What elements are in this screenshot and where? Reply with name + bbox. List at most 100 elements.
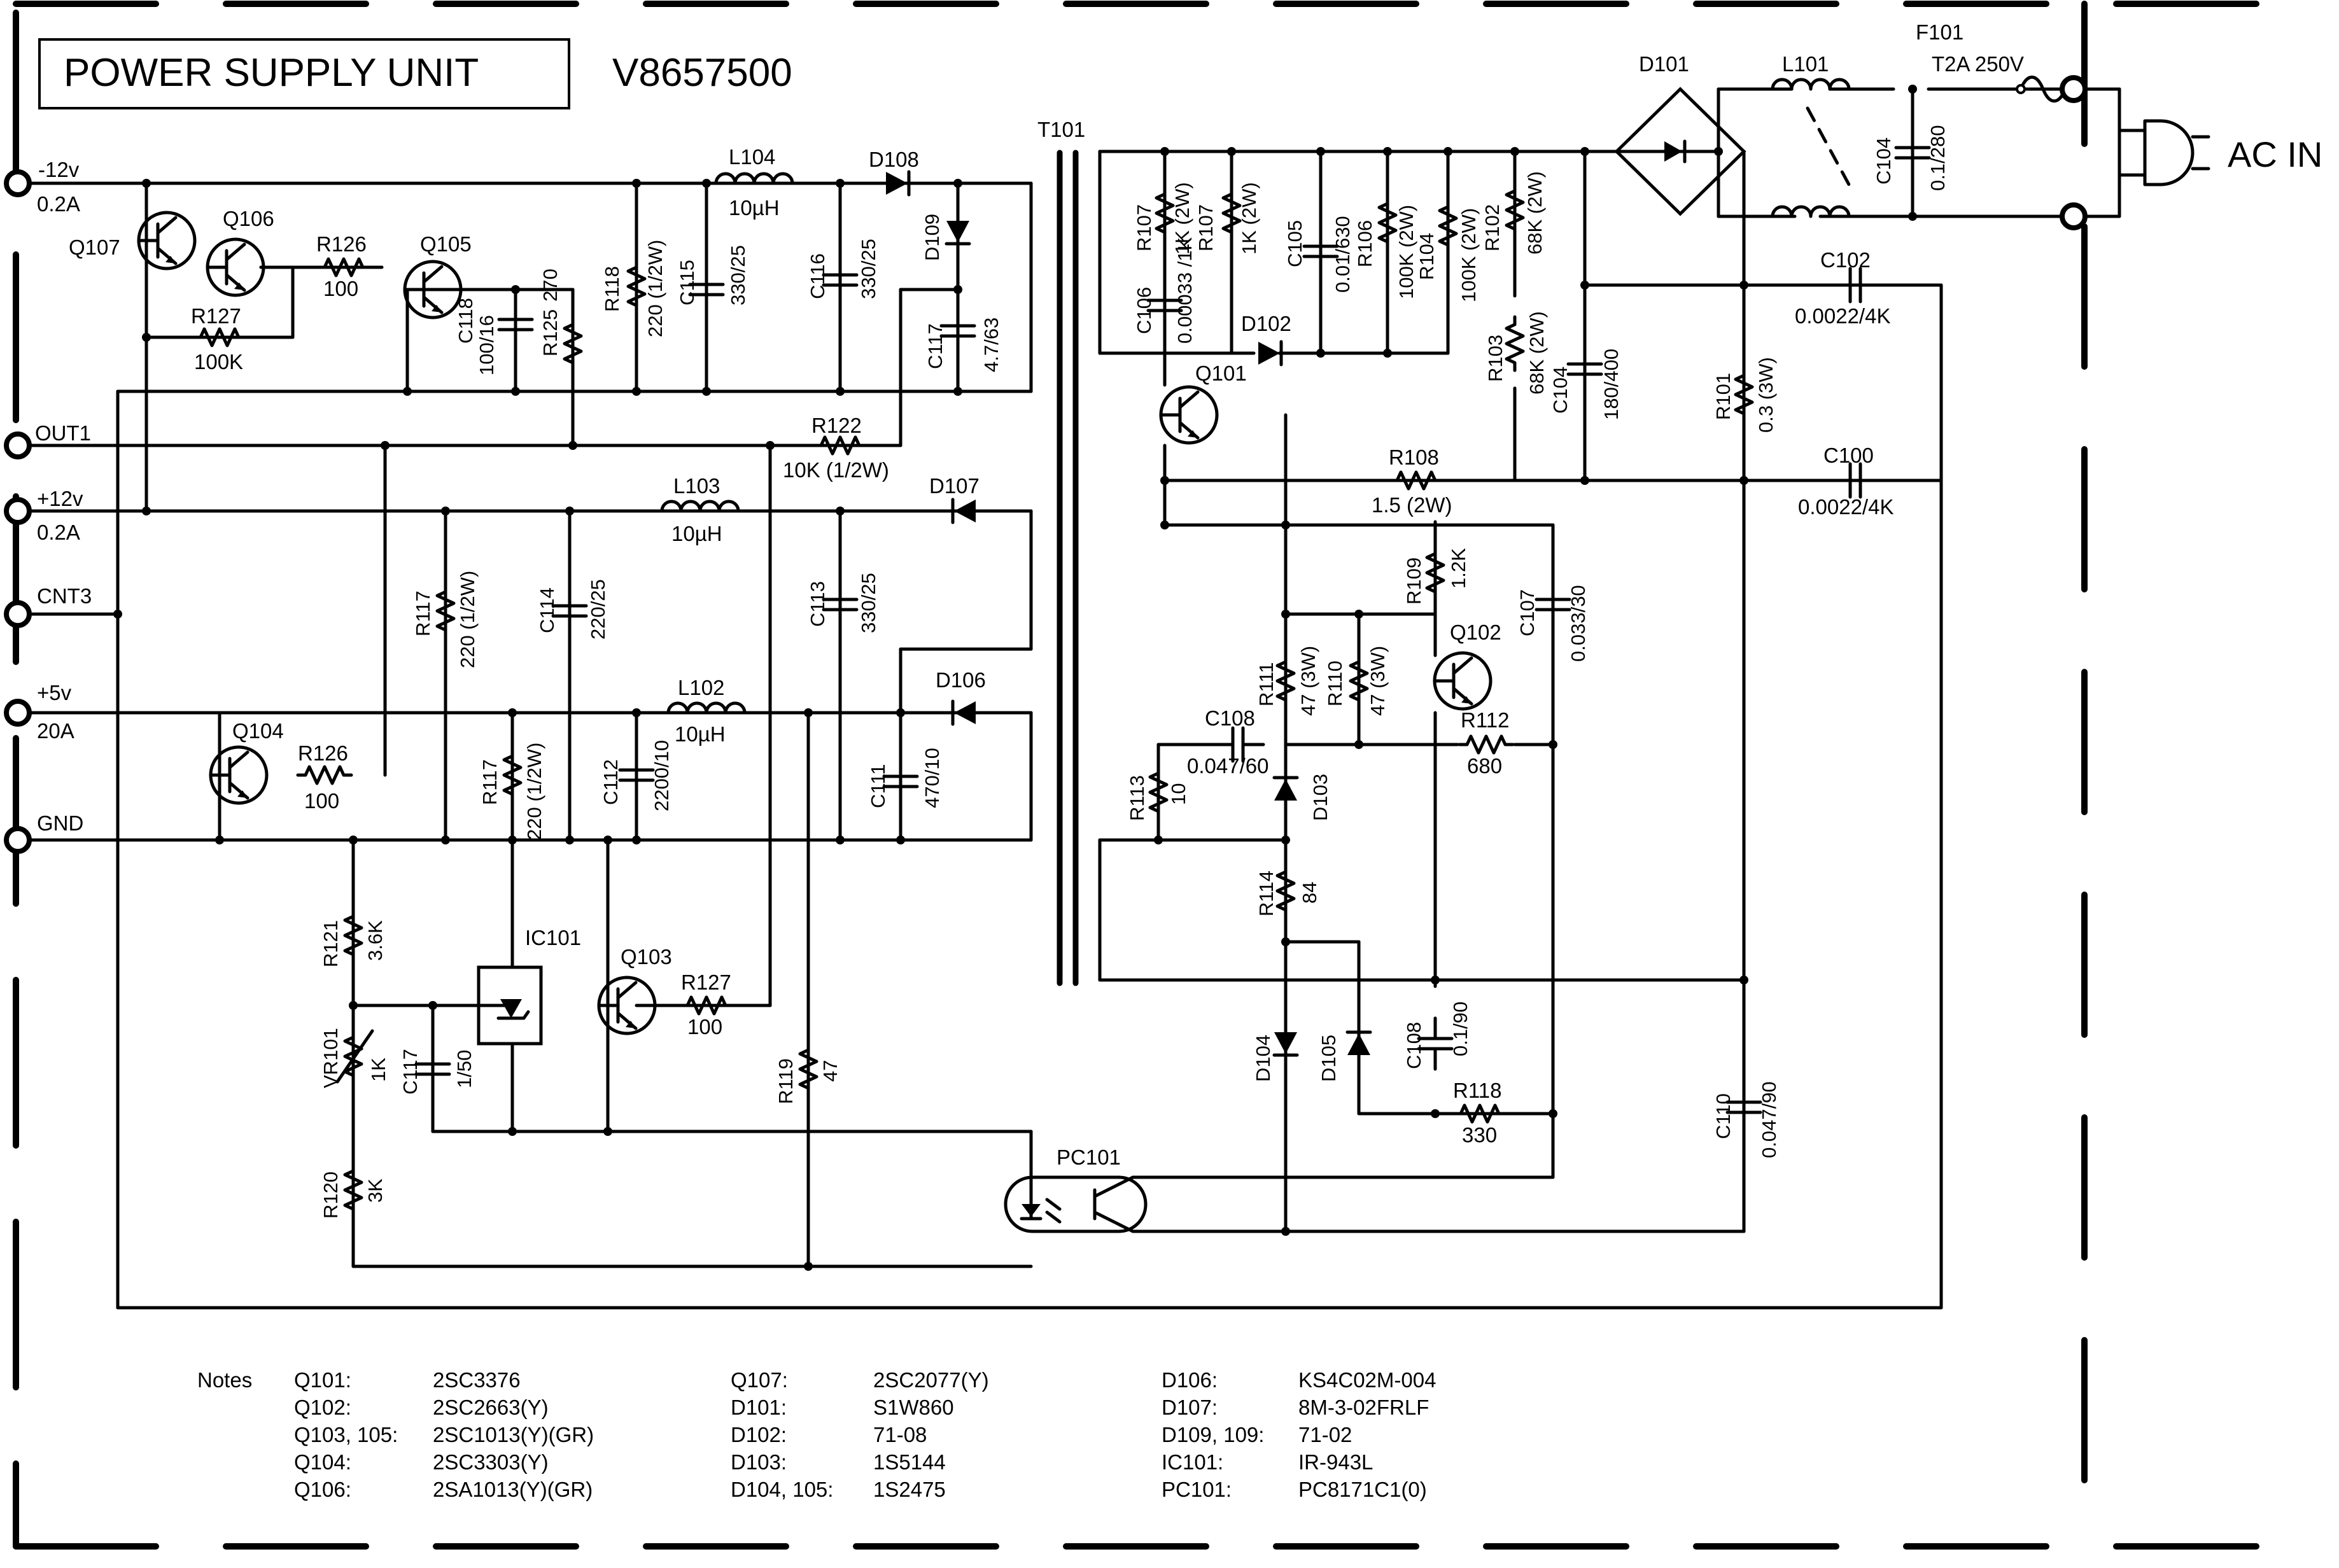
l103-value: 10µH (671, 522, 722, 545)
r103-ref: R103 (1484, 335, 1507, 382)
r114-ref: R114 (1255, 871, 1277, 916)
c117a-value: 4.7/63 (980, 318, 1002, 372)
r117b-ref: R117 (479, 759, 501, 805)
r120-ref: R120 (320, 1172, 342, 1219)
ac-terminal-2[interactable] (2062, 205, 2085, 228)
c112-ref: C112 (600, 759, 622, 805)
terminal-pos5v[interactable] (6, 701, 29, 724)
potentiometer-vr101 (335, 1030, 374, 1083)
notes-col2-ref-3: D103: (731, 1450, 787, 1474)
notes-col1-ref-3: Q104: (294, 1450, 351, 1474)
r101-ref: R101 (1712, 373, 1734, 420)
c104a-ref: C104 (1549, 367, 1571, 414)
terminal-out1-label: OUT1 (35, 421, 91, 445)
line-filter-l101 (1773, 80, 1851, 216)
r122-value: 10K (1/2W) (783, 458, 889, 482)
notes-col1-ref-0: Q101: (294, 1368, 351, 1392)
d109-label: D109 (921, 214, 943, 261)
c114-ref: C114 (536, 587, 558, 633)
resistor-r112 (1459, 736, 1513, 753)
q104-label: Q104 (232, 719, 284, 743)
notes-col2-part-4: 1S2475 (873, 1478, 946, 1501)
r106-value: 100K (2W) (1395, 205, 1417, 299)
r121-value: 3.6K (364, 920, 386, 961)
title: POWER SUPPLY UNIT (64, 51, 479, 95)
vr101-ref: VR101 (320, 1028, 342, 1088)
r106-ref: R106 (1354, 220, 1376, 267)
f101-ref: F101 (1916, 20, 1963, 44)
notes-col1-ref-2: Q103, 105: (294, 1423, 398, 1446)
c104b-ref: C104 (1872, 137, 1895, 185)
c118-ref: C118 (454, 298, 477, 344)
c111-value: 470/10 (921, 748, 943, 808)
r117b-value: 220 (1/2W) (523, 743, 545, 840)
r102-ref: R102 (1481, 204, 1503, 251)
c118-value: 100/16 (475, 315, 498, 375)
c104b-value: 0.1/280 (1927, 125, 1949, 191)
q106-label: Q106 (223, 207, 274, 230)
notes-col1-part-0: 2SC3376 (433, 1368, 521, 1392)
notes-col2-part-2: 71-08 (873, 1423, 927, 1446)
d102-label: D102 (1241, 312, 1291, 335)
l104-value: 10µH (729, 196, 780, 220)
c100-ref: C100 (1823, 444, 1874, 467)
terminal-pos5v-label: +5v (37, 681, 72, 704)
notes-col3-ref-4: PC101: (1162, 1478, 1232, 1501)
c115-value: 330/25 (727, 245, 749, 305)
t101-label: T101 (1037, 118, 1085, 141)
r108-value: 1.5 (2W) (1372, 493, 1452, 517)
notes-col2-part-3: 1S5144 (873, 1450, 946, 1474)
diode-d109 (946, 221, 969, 244)
notes-col2-ref-4: D104, 105: (731, 1478, 833, 1501)
f101-value: T2A 250V (1932, 52, 2024, 76)
notes-col3-ref-1: D107: (1162, 1396, 1218, 1419)
d104-label: D104 (1252, 1035, 1274, 1082)
r112-ref: R112 (1461, 708, 1509, 732)
r125-label: R125270 (539, 269, 561, 356)
c117b-value: 1/50 (453, 1050, 475, 1088)
r107b-value: 1K (2W) (1238, 182, 1260, 255)
notes-col3-part-3: IR-943L (1298, 1450, 1373, 1474)
notes-block: Notes Q101: 2SC3376 Q102: 2SC2663(Y) Q10… (197, 1368, 1436, 1501)
terminal-pos5v-current: 20A (37, 719, 74, 743)
transistor-q102 (1435, 653, 1491, 709)
c108b-value: 0.1/90 (1449, 1002, 1472, 1056)
r101-value: 0.3 (3W) (1755, 357, 1777, 433)
terminal-cnt3[interactable] (6, 603, 29, 626)
title-box (38, 38, 570, 109)
diode-d102 (1258, 342, 1281, 365)
q107-label: Q107 (69, 235, 120, 259)
vr101-value: 1K (367, 1058, 390, 1082)
terminal-pos12v-label: +12v (37, 487, 83, 510)
terminal-gnd-label: GND (37, 811, 83, 835)
q103-label: Q103 (621, 945, 672, 969)
c110-ref: C110 (1712, 1093, 1734, 1139)
r114-value: 84 (1298, 882, 1321, 904)
notes-col3-part-2: 71-02 (1298, 1423, 1352, 1446)
notes-col3-part-0: KS4C02M-004 (1298, 1368, 1436, 1392)
ic101-regulator (477, 965, 543, 1046)
r122-ref: R122 (811, 414, 862, 437)
ac-plug-icon (2143, 119, 2210, 186)
r118a-value: 220 (1/2W) (644, 240, 666, 337)
terminal-out1[interactable] (6, 434, 29, 457)
r118a-ref: R118 (601, 266, 623, 312)
notes-col1-part-1: 2SC2663(Y) (433, 1396, 549, 1419)
r113-ref: R113 (1126, 775, 1148, 821)
c105-value: 0.01/630 (1331, 216, 1354, 293)
terminal-neg12v[interactable] (6, 172, 29, 195)
notes-col2-ref-0: Q107: (731, 1368, 788, 1392)
l104-ref: L104 (729, 145, 775, 169)
ac-terminal-1[interactable] (2062, 78, 2085, 101)
terminal-pos12v[interactable] (6, 500, 29, 522)
r127a-ref: R127 (191, 304, 241, 328)
terminal-gnd[interactable] (6, 829, 29, 851)
c113-ref: C113 (806, 581, 829, 627)
notes-col2-part-0: 2SC2077(Y) (873, 1368, 989, 1392)
diode-d108 (886, 172, 909, 195)
r104-value: 100K (2W) (1457, 208, 1480, 302)
notes-col2-ref-2: D102: (731, 1423, 787, 1446)
l102-ref: L102 (678, 676, 724, 699)
r118b-ref: R118 (1453, 1079, 1501, 1102)
